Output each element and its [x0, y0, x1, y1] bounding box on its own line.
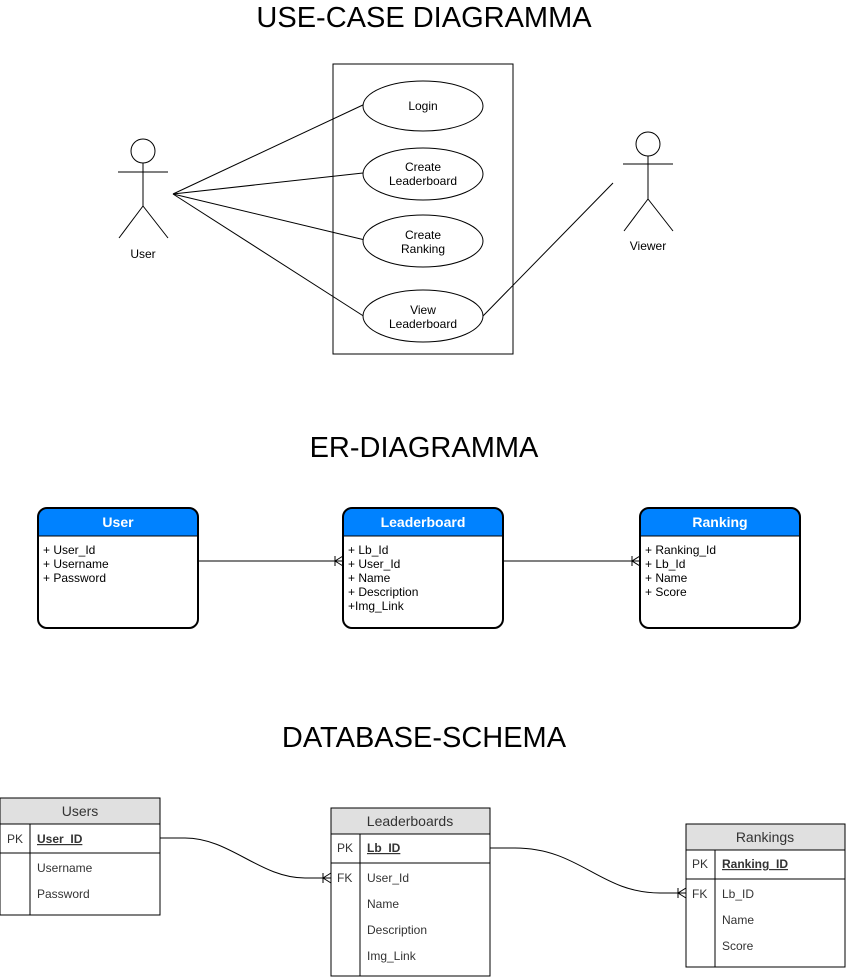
- er-attr: + Lb_Id: [348, 543, 388, 557]
- er-attr: + Name: [348, 571, 391, 585]
- er-attr: + Ranking_Id: [645, 543, 716, 557]
- actor-user-label: User: [130, 247, 155, 261]
- db-table-leaderboards[interactable]: Leaderboards PK Lb_ID FK User_Id Name De…: [330, 807, 491, 977]
- db-table-rankings[interactable]: Rankings PK Ranking_ID FK Lb_ID Name Sco…: [685, 823, 846, 968]
- db-relation-leaderboards-rankings: [490, 847, 687, 899]
- use-case-title: USE-CASE DIAGRAMMA: [256, 2, 592, 34]
- er-entity-ranking-header: [640, 508, 800, 536]
- er-attr: +Img_Link: [348, 599, 405, 613]
- use-case-create-leaderboard-label-2: Leaderboard: [389, 174, 457, 188]
- use-case-view-leaderboard-label-1: View: [410, 303, 436, 317]
- db-pk-label: PK: [7, 832, 23, 846]
- er-title: ER-DIAGRAMMA: [310, 432, 539, 464]
- use-case-create-ranking-label-1: Create: [405, 228, 441, 242]
- db-field: Score: [722, 939, 754, 953]
- db-field: Name: [367, 897, 399, 911]
- use-case-view-leaderboard[interactable]: View Leaderboard: [362, 289, 484, 343]
- er-attr: + Score: [645, 585, 687, 599]
- er-attr: + Username: [43, 557, 109, 571]
- er-relation-leaderboard-ranking: [503, 555, 641, 567]
- db-field: Lb_ID: [722, 887, 754, 901]
- db-pk-field: User_ID: [37, 832, 83, 846]
- er-entity-leaderboard[interactable]: Leaderboard + Lb_Id + User_Id + Name + D…: [342, 507, 504, 629]
- db-table-leaderboards-name: Leaderboards: [367, 813, 453, 829]
- db-table-users[interactable]: Users PK User_ID Username Password: [0, 797, 161, 916]
- db-fk-label: FK: [692, 887, 707, 901]
- actor-viewer-icon: [623, 131, 674, 232]
- db-pk-label: PK: [337, 841, 353, 855]
- db-fk-label: FK: [337, 871, 352, 885]
- db-field: Img_Link: [367, 949, 417, 963]
- er-entity-user-name: User: [102, 514, 134, 530]
- db-pk-label: PK: [692, 857, 708, 871]
- er-attr: + Password: [43, 571, 106, 585]
- er-entity-user-header: [38, 508, 198, 536]
- db-field: Username: [37, 861, 93, 875]
- db-field: User_Id: [367, 871, 409, 885]
- user-associations: [172, 103, 366, 318]
- db-pk-field: Lb_ID: [367, 841, 401, 855]
- db-table-users-name: Users: [62, 803, 99, 819]
- use-case-create-ranking[interactable]: Create Ranking: [362, 214, 484, 268]
- db-table-rankings-name: Rankings: [736, 829, 794, 845]
- db-pk-field: Ranking_ID: [722, 857, 788, 871]
- db-field: Description: [367, 923, 427, 937]
- er-attr: + User_Id: [43, 543, 95, 557]
- actor-viewer-label: Viewer: [630, 239, 666, 253]
- db-field: Name: [722, 913, 754, 927]
- db-field: Password: [37, 887, 90, 901]
- use-case-login-label: Login: [408, 99, 437, 113]
- actor-user-icon: [118, 138, 169, 239]
- use-case-create-leaderboard[interactable]: Create Leaderboard: [362, 147, 484, 201]
- db-title: DATABASE-SCHEMA: [282, 722, 567, 754]
- er-entity-user[interactable]: User + User_Id + Username + Password: [37, 507, 199, 629]
- use-case-login[interactable]: Login: [362, 80, 484, 132]
- er-relation-user-leaderboard: [198, 555, 344, 567]
- er-entity-leaderboard-header: [343, 508, 503, 536]
- er-attr: + Lb_Id: [645, 557, 685, 571]
- er-attr: + Description: [348, 585, 418, 599]
- er-entity-leaderboard-name: Leaderboard: [381, 514, 466, 530]
- er-entity-ranking-name: Ranking: [692, 514, 747, 530]
- use-case-create-leaderboard-label-1: Create: [405, 160, 441, 174]
- er-attr: + User_Id: [348, 557, 400, 571]
- viewer-association: [482, 182, 614, 317]
- db-relation-users-leaderboards: [160, 837, 332, 884]
- use-case-view-leaderboard-label-2: Leaderboard: [389, 317, 457, 331]
- er-entity-ranking[interactable]: Ranking + Ranking_Id + Lb_Id + Name + Sc…: [639, 507, 801, 629]
- er-attr: + Name: [645, 571, 688, 585]
- use-case-create-ranking-label-2: Ranking: [401, 242, 445, 256]
